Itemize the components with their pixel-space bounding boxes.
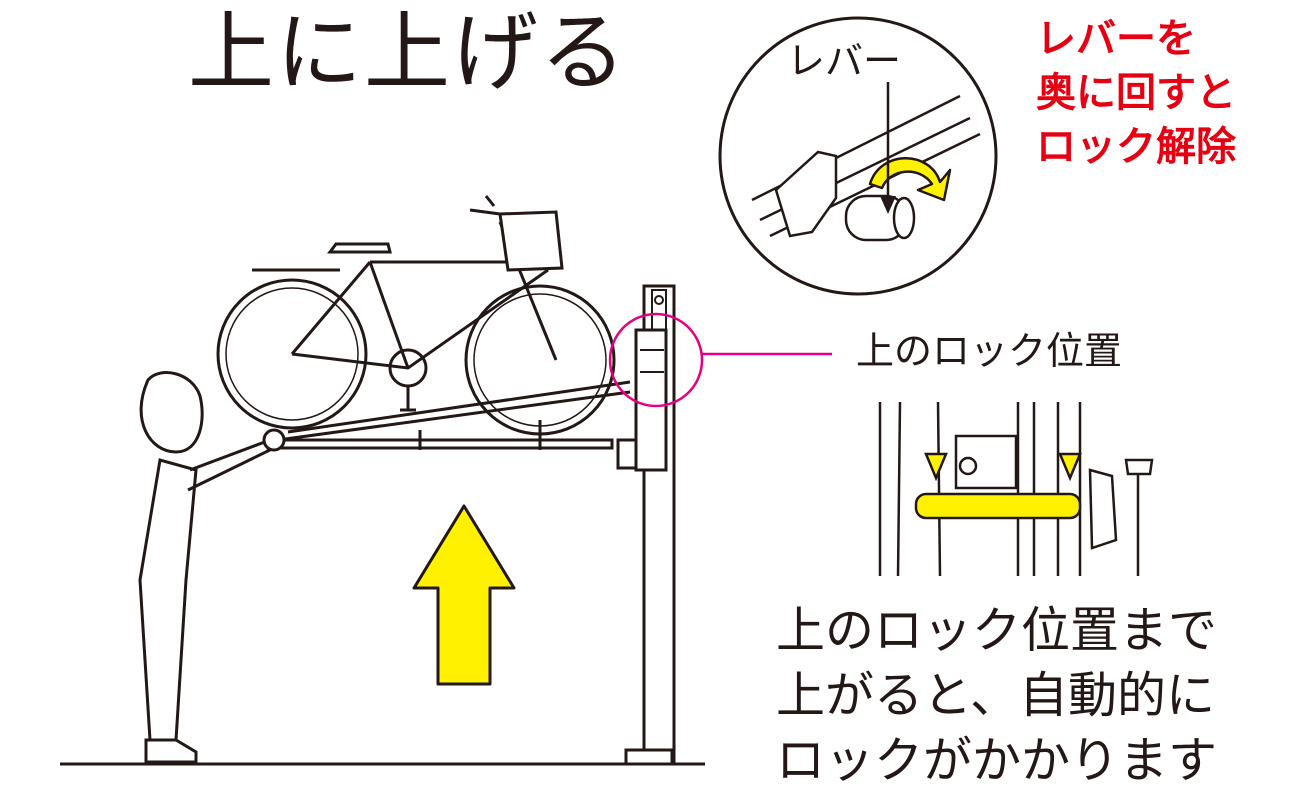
explanation-line: 上のロック位置まで: [776, 602, 1218, 659]
up-arrow-icon: [412, 504, 516, 686]
lever-note: レバーを 奥に回すと ロック解除: [1036, 12, 1296, 174]
page-title: 上に上げる: [188, 3, 628, 103]
lock-callout-circle: [608, 312, 704, 408]
explanation-text: 上のロック位置まで 上がると、自動的に ロックがかかります: [776, 598, 1217, 793]
lever-label: レバー: [783, 42, 906, 80]
lever-note-line: 奥に回すと: [1036, 70, 1236, 116]
person: [138, 371, 286, 764]
explanation-line: ロックがかかります: [776, 732, 1218, 789]
lock-detail: [878, 401, 1154, 577]
lever-note-line: ロック解除: [1036, 124, 1236, 170]
bicycle: [216, 195, 616, 436]
lever-zoom: [718, 16, 998, 296]
upper-lock-label: 上のロック位置: [856, 329, 1123, 373]
explanation-line: 上がると、自動的に: [776, 667, 1216, 724]
lever-note-line: レバーを: [1036, 16, 1196, 62]
